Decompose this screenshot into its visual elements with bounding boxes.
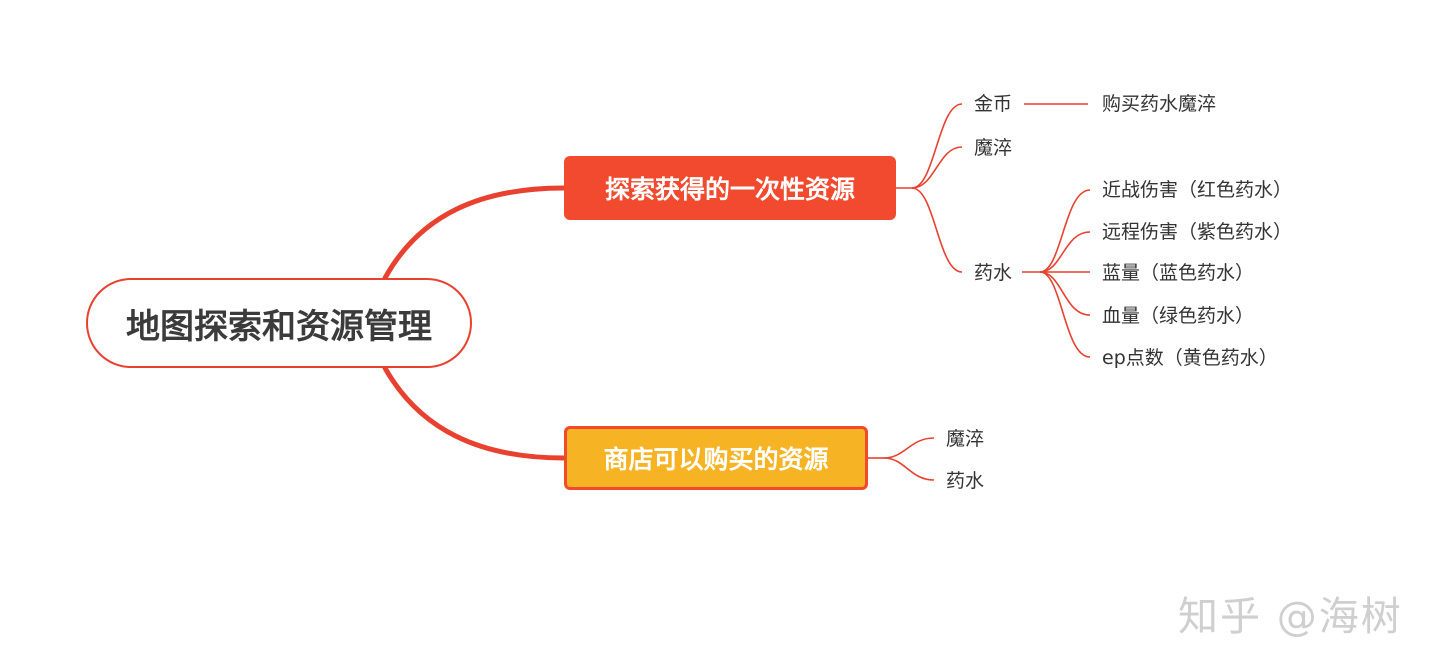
leaf-potion[interactable]: 药水 xyxy=(974,262,1013,284)
connector-potion-1 xyxy=(1039,189,1091,273)
connector-root-branch-one xyxy=(382,185,567,281)
connector-b2-potion xyxy=(883,457,935,481)
branch-label-shop: 商店可以购买的资源 xyxy=(603,445,829,474)
leaf-potion-health[interactable]: 血量（绿色药水） xyxy=(1102,305,1255,327)
connector-b1-gold xyxy=(896,103,963,189)
leaf-gold-use[interactable]: 购买药水魔淬 xyxy=(1102,93,1217,115)
branch-label-exploration: 探索获得的一次性资源 xyxy=(604,175,855,204)
leaf-potion-mana[interactable]: 蓝量（蓝色药水） xyxy=(1102,262,1255,284)
connector-root-branch-two xyxy=(382,365,567,461)
connector-b2-quench xyxy=(883,437,935,459)
leaf-gold[interactable]: 金币 xyxy=(974,93,1013,115)
leaf-potion-ep[interactable]: ep点数（黄色药水） xyxy=(1102,347,1278,369)
leaf-shop-quench[interactable]: 魔淬 xyxy=(946,428,985,450)
connector-b1-quench xyxy=(911,146,963,189)
leaf-potion-melee[interactable]: 近战伤害（红色药水） xyxy=(1102,179,1293,201)
connector-potion-4 xyxy=(1039,271,1091,316)
leaf-shop-potion[interactable]: 药水 xyxy=(946,470,985,492)
leaf-quench[interactable]: 魔淬 xyxy=(974,137,1013,159)
branch-node-exploration[interactable]: 探索获得的一次性资源 xyxy=(564,156,896,220)
connector-potion-2 xyxy=(1039,231,1091,273)
root-node[interactable]: 地图探索和资源管理 xyxy=(86,278,472,368)
connector-potion-5 xyxy=(1039,271,1091,358)
leaf-potion-ranged[interactable]: 远程伤害（紫色药水） xyxy=(1102,221,1293,243)
branch-node-shop[interactable]: 商店可以购买的资源 xyxy=(564,426,868,490)
root-label: 地图探索和资源管理 xyxy=(126,306,432,347)
watermark-text: 知乎 @海树 xyxy=(1178,594,1403,640)
connector-b1-potion xyxy=(911,187,963,273)
